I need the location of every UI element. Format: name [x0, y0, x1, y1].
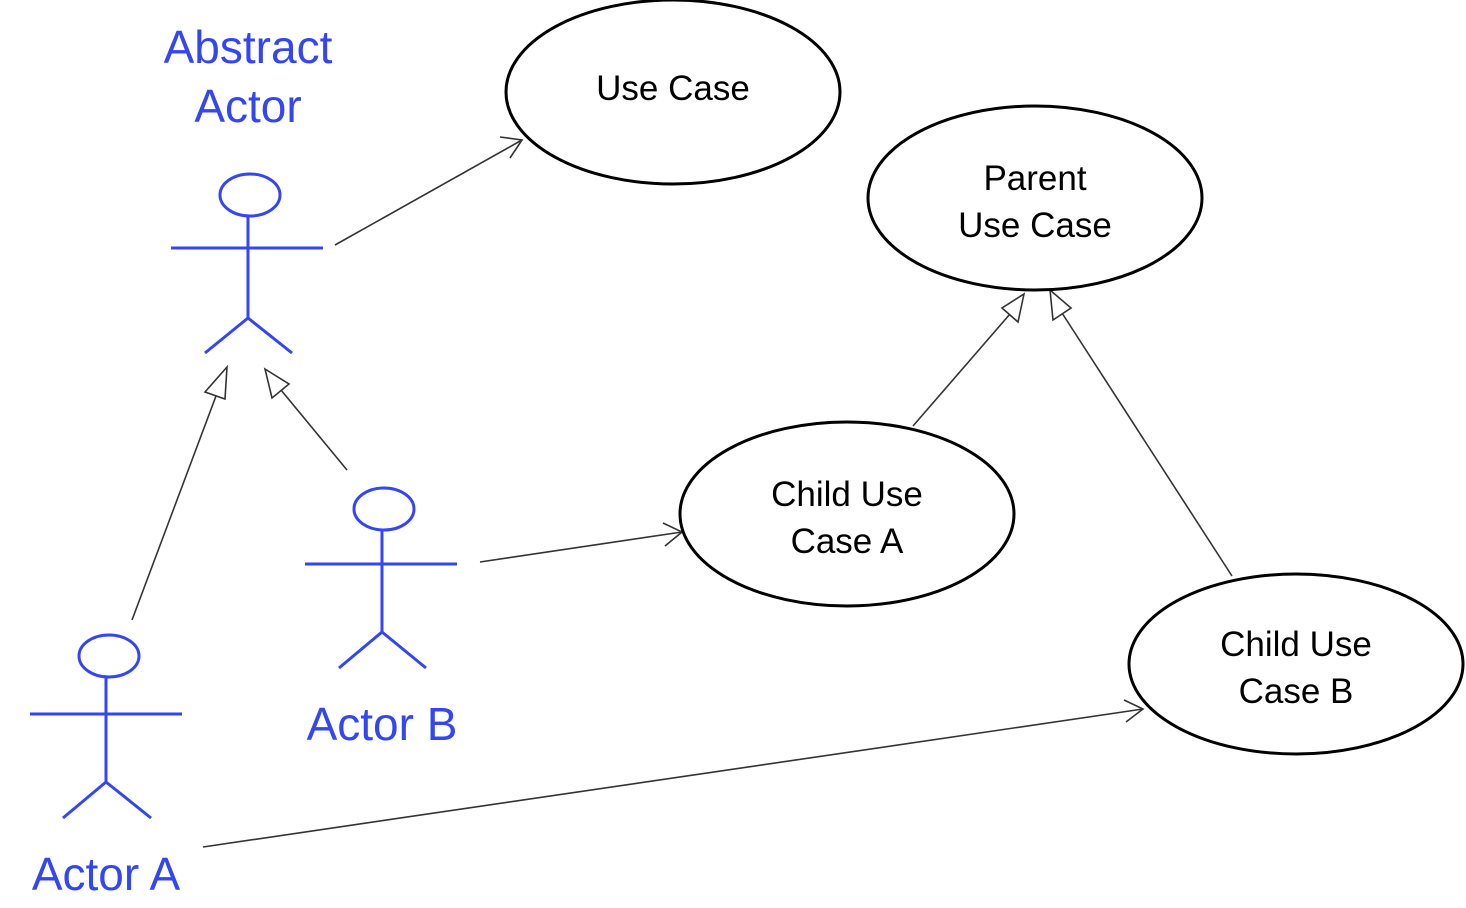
child-use-case-b-label-line2: Case B [1239, 672, 1354, 711]
parent-use-case-label-line1: Parent [983, 159, 1086, 198]
parent-use-case-label-line2: Use Case [958, 206, 1112, 245]
child-use-case-a-label-line2: Case A [791, 522, 904, 561]
use-case-ellipse [504, 0, 842, 186]
generalization-actor-a-to-abstract-actor [131, 364, 228, 621]
generalization-child-b-to-parent [1049, 288, 1233, 577]
abstract-actor-stick-figure-icon [171, 172, 323, 355]
child-use-case-b[interactable]: Child Use Case B [1127, 572, 1465, 756]
parent-use-case-ellipse [866, 104, 1204, 292]
child-use-case-a-label-line1: Child Use [771, 475, 923, 514]
use-case-label: Use Case [596, 69, 750, 108]
actor-b[interactable]: Actor B [305, 486, 458, 750]
child-use-case-b-ellipse [1127, 572, 1465, 756]
child-use-case-a-ellipse [678, 420, 1016, 608]
abstract-actor[interactable]: Abstract Actor [164, 21, 333, 355]
generalization-actor-b-to-abstract-actor [263, 367, 348, 471]
abstract-actor-label-line1: Abstract [164, 21, 333, 73]
generalization-child-a-to-parent [912, 292, 1026, 427]
abstract-actor-label-line2: Actor [194, 80, 301, 132]
association-abstract-actor-to-use-case [334, 136, 524, 246]
actor-a-stick-figure-icon [30, 633, 182, 820]
actor-b-label: Actor B [307, 698, 458, 750]
use-case[interactable]: Use Case [504, 0, 842, 186]
child-use-case-b-label-line1: Child Use [1220, 625, 1372, 664]
actor-a[interactable]: Actor A [30, 633, 182, 900]
actor-a-label: Actor A [32, 848, 181, 900]
child-use-case-a[interactable]: Child Use Case A [678, 420, 1016, 608]
actor-b-stick-figure-icon [305, 486, 457, 670]
association-actor-b-to-child-use-case-a [479, 522, 684, 563]
parent-use-case[interactable]: Parent Use Case [866, 104, 1204, 292]
association-actor-a-to-child-use-case-b [202, 699, 1145, 848]
